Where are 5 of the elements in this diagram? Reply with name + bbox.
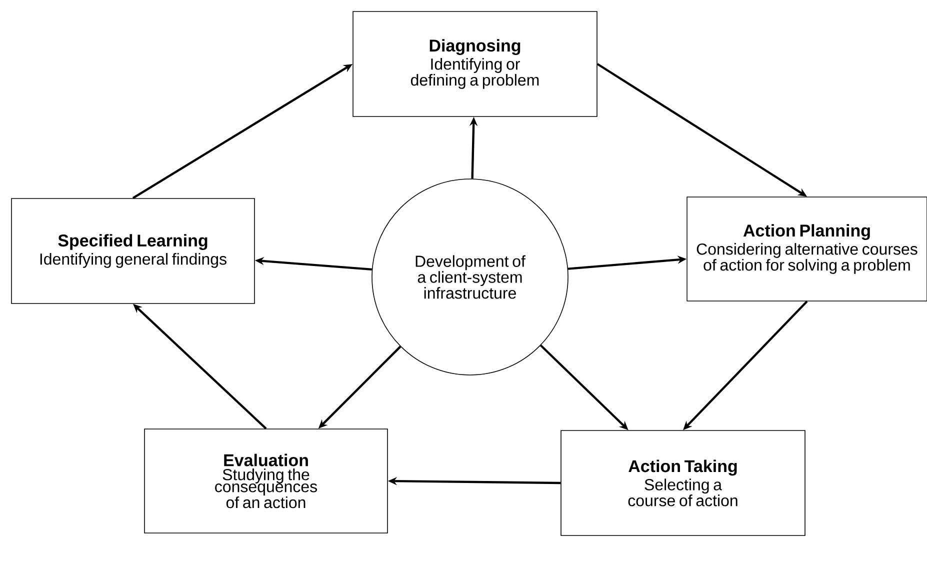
process-box: Specified Learning Identifying general findings [11,198,255,304]
process-box: Action Taking Selecting a course of action [560,430,806,536]
process-box: Evaluation Studying the consequences of an action [144,428,388,534]
process-box: Action Planning Considering alternative courses of action for solving a problem [686,196,927,302]
process-box: Diagnosing Identifying or defining a problem [352,11,598,117]
